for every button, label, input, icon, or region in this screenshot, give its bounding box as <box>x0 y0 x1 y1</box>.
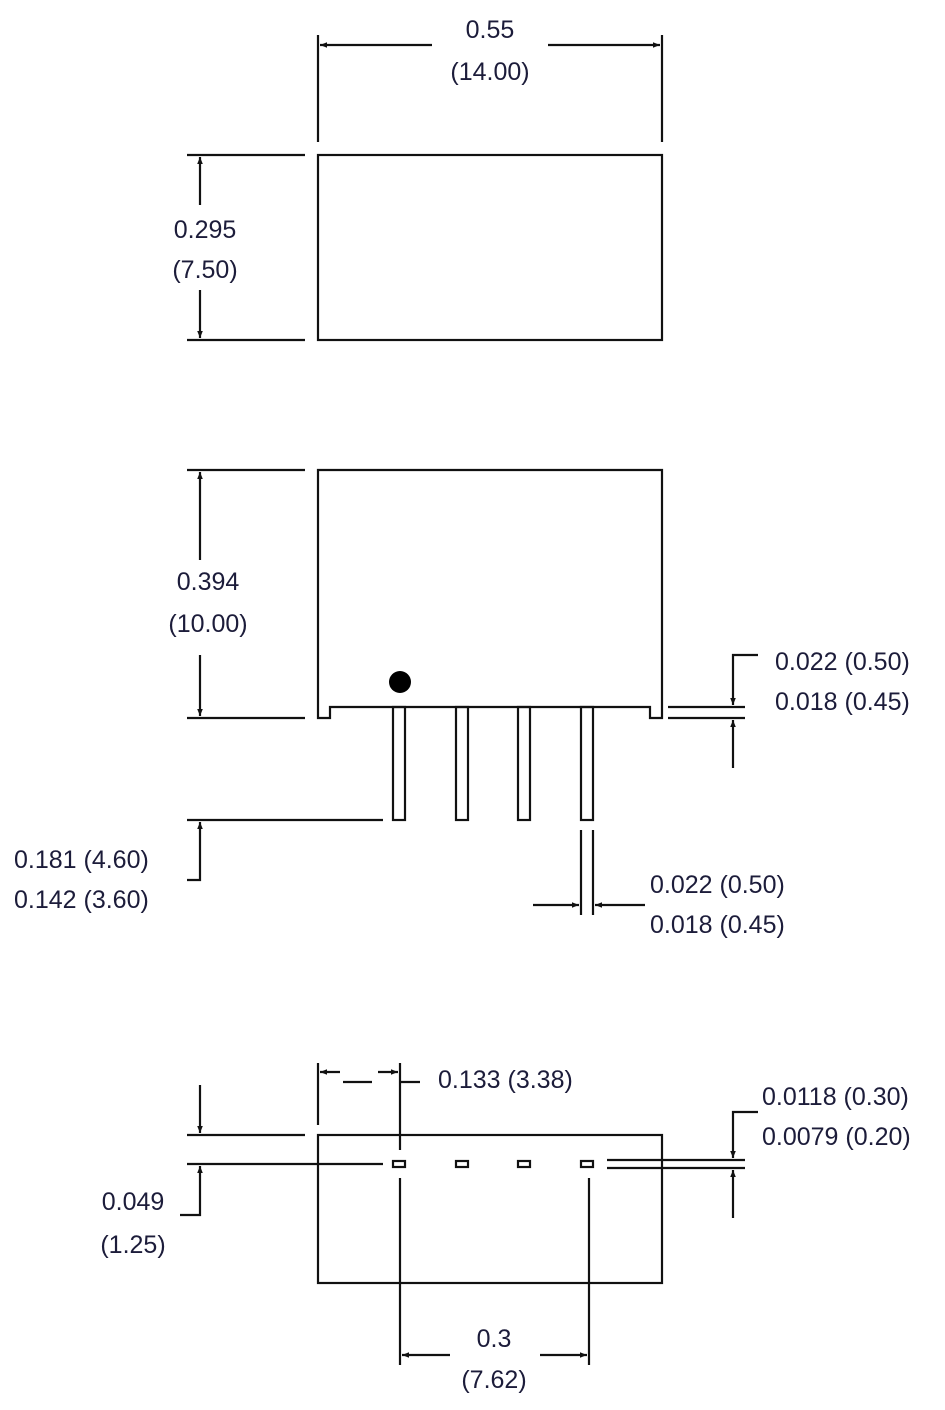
pin-width-max-label: 0.022 (0.50) <box>650 871 785 899</box>
pitch-in-label: 0.3 <box>477 1325 512 1353</box>
side-view: 0.394 (10.00) 0.022 (0.50) 0.018 (0.45) … <box>14 468 910 939</box>
pin-length-max-label: 0.181 (4.60) <box>14 846 149 874</box>
leader-arrow <box>730 653 758 705</box>
pin-length-min-label: 0.142 (3.60) <box>14 886 149 914</box>
side-view-body <box>316 468 664 720</box>
pad-min-label: 0.0079 (0.20) <box>762 1123 911 1151</box>
bottom-view: 0.049 (1.25) 0.133 (3.38) 0.0118 (0.30) … <box>100 1063 911 1394</box>
width-in-label: 0.55 <box>466 16 515 44</box>
depth-mm-label: (7.50) <box>172 256 237 284</box>
pin <box>454 705 470 822</box>
pin-width-min-label: 0.018 (0.45) <box>650 911 785 939</box>
pad <box>454 1159 470 1169</box>
leader-arrow <box>730 1110 758 1158</box>
pin1-marker-dot <box>389 671 411 693</box>
top-view-body <box>316 153 664 342</box>
depth-in-label: 0.295 <box>174 216 237 244</box>
bottom-view-body <box>316 1133 664 1285</box>
height-in-label: 0.394 <box>177 568 240 596</box>
pad <box>579 1159 595 1169</box>
pin <box>579 705 595 822</box>
pin-row-mm-label: (1.25) <box>100 1231 165 1259</box>
standoff-max-label: 0.022 (0.50) <box>775 648 910 676</box>
pin-row-in-label: 0.049 <box>102 1188 165 1216</box>
height-mm-label: (10.00) <box>168 610 247 638</box>
pad-max-label: 0.0118 (0.30) <box>762 1083 909 1111</box>
top-view: 0.55 (14.00) 0.295 (7.50) <box>172 16 664 342</box>
pin <box>391 705 407 822</box>
pad <box>516 1159 532 1169</box>
pin <box>516 705 532 822</box>
pin1-offset-label: 0.133 (3.38) <box>438 1066 573 1094</box>
leader-arrow <box>180 1166 203 1217</box>
standoff-min-label: 0.018 (0.45) <box>775 688 910 716</box>
pitch-mm-label: (7.62) <box>461 1366 526 1394</box>
leader-arrow <box>187 822 203 882</box>
width-mm-label: (14.00) <box>450 58 529 86</box>
pad <box>391 1159 407 1169</box>
